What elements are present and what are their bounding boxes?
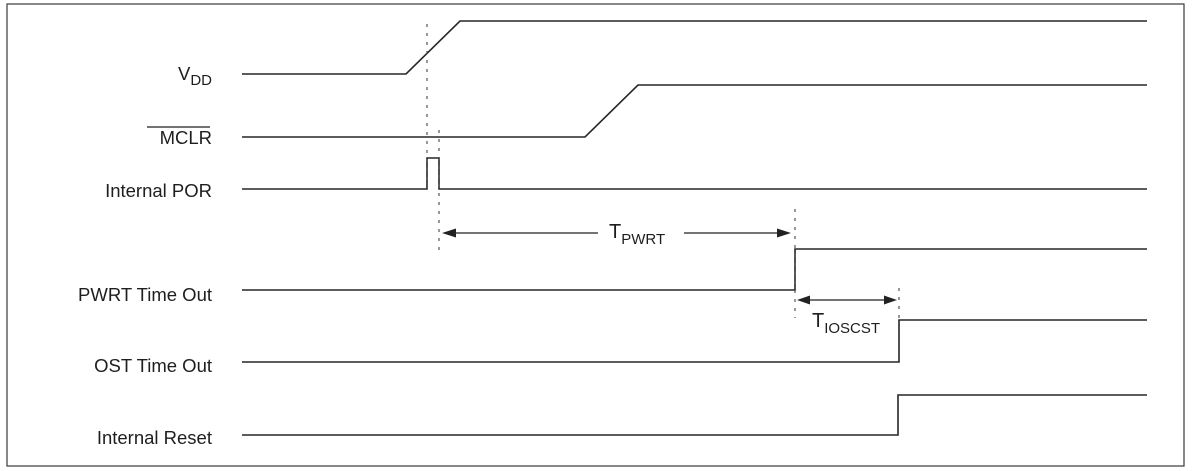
tioscst-label-sub: IOSCST (824, 320, 880, 337)
tpwrt-label-main: T (609, 221, 621, 243)
internal-reset-waveform (242, 394, 1147, 436)
tpwrt-arrowhead-right (777, 228, 791, 238)
tpwrt-interval: TPWRT (442, 221, 791, 248)
tioscst-arrowhead-right (884, 295, 897, 305)
vdd-label: VDD (178, 63, 212, 89)
internal-por-waveform (242, 157, 1147, 190)
vdd-label-sub: DD (190, 72, 212, 89)
reference-guides (426, 24, 900, 318)
tpwrt-arrowhead-left (442, 228, 456, 238)
internal-reset-label: Internal Reset (97, 427, 212, 448)
signal-labels: VDD MCLR Internal POR PWRT Time Out OST … (78, 63, 212, 448)
diagram-frame (6, 3, 1185, 467)
pwrt-time-out-waveform (242, 248, 1147, 291)
waveforms (242, 20, 1147, 436)
mclr-waveform (242, 84, 1147, 138)
ost-time-out-label: OST Time Out (94, 355, 212, 376)
tpwrt-label: TPWRT (609, 221, 665, 248)
pwrt-time-out-label: PWRT Time Out (78, 284, 212, 305)
vdd-label-main: V (178, 63, 191, 84)
mclr-label: MCLR (160, 127, 212, 148)
vdd-waveform (242, 20, 1147, 75)
internal-por-label: Internal POR (105, 180, 212, 201)
tioscst-interval: TIOSCST (797, 295, 897, 337)
tioscst-label: TIOSCST (812, 310, 880, 337)
tioscst-label-main: T (812, 310, 824, 332)
ost-time-out-waveform (242, 319, 1147, 363)
tioscst-arrowhead-left (797, 295, 810, 305)
tpwrt-label-sub: PWRT (621, 231, 665, 248)
